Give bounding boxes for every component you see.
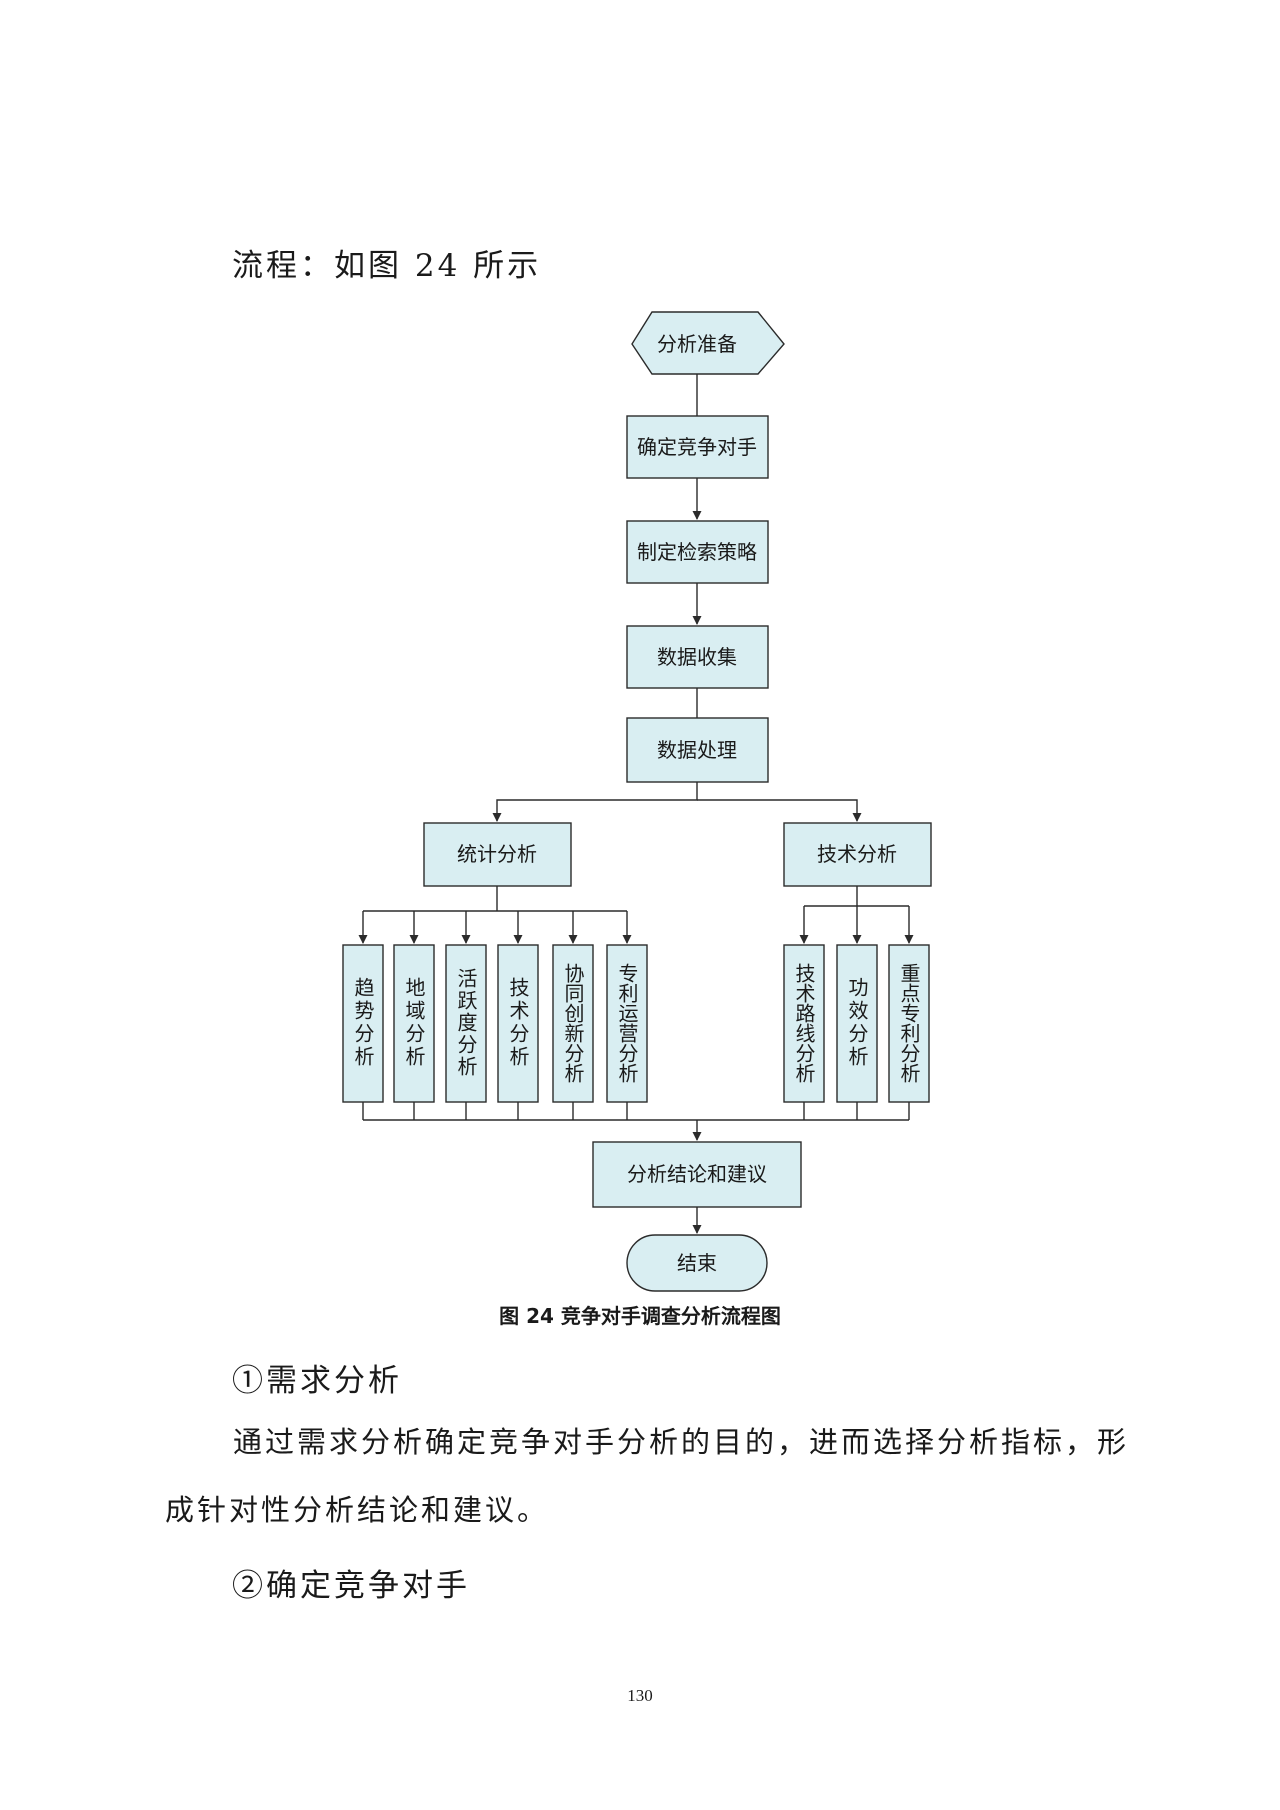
- node-collect: 数据收集: [626, 625, 769, 689]
- node-prepare: 分析准备: [631, 311, 785, 375]
- node-keypatent: 重点专利分析: [888, 944, 930, 1103]
- node-keypatent-label: 重点专利分析: [897, 963, 921, 1083]
- section2-heading: ②确定竞争对手: [232, 1568, 470, 1604]
- node-strategy: 制定检索策略: [626, 520, 769, 584]
- node-stat: 统计分析: [423, 822, 572, 887]
- section1-body: 通过需求分析确定竞争对手分析的目的，进而选择分析指标，形成针对性分析结论和建议。: [165, 1425, 1130, 1527]
- edge-process-stat: [492, 782, 698, 822]
- node-patentops-label: 专利运营分析: [615, 963, 639, 1083]
- node-end-label: 结束: [677, 1251, 717, 1275]
- node-route-label: 技术路线分析: [792, 963, 816, 1083]
- node-trend: 趋势分析: [342, 944, 384, 1103]
- node-strategy-label: 制定检索策略: [637, 540, 757, 564]
- node-route: 技术路线分析: [783, 944, 825, 1103]
- node-collect-label: 数据收集: [657, 645, 737, 669]
- node-trend-label: 趋势分析: [351, 977, 375, 1069]
- node-process-label: 数据处理: [657, 738, 737, 762]
- node-activity: 活跃度分析: [445, 944, 487, 1103]
- node-tech: 技术分析: [783, 822, 932, 887]
- node-techsub-label: 技术分析: [506, 977, 530, 1069]
- node-techsub: 技术分析: [497, 944, 539, 1103]
- figure-caption: 图 24 竞争对手调查分析流程图: [499, 1304, 781, 1328]
- node-region-label: 地域分析: [402, 977, 426, 1069]
- node-identify: 确定竞争对手: [626, 415, 769, 479]
- node-stat-label: 统计分析: [457, 842, 537, 866]
- node-conclusion-label: 分析结论和建议: [627, 1162, 767, 1186]
- node-cooperate-label: 协同创新分析: [561, 963, 585, 1083]
- node-process: 数据处理: [626, 717, 769, 783]
- page-number: 130: [627, 1686, 653, 1705]
- node-activity-label: 活跃度分析: [454, 968, 478, 1078]
- node-identify-label: 确定竞争对手: [637, 435, 757, 459]
- node-patentops: 专利运营分析: [606, 944, 648, 1103]
- node-cooperate: 协同创新分析: [552, 944, 594, 1103]
- node-end: 结束: [626, 1234, 768, 1292]
- flow-edges: [358, 374, 914, 1234]
- node-conclusion: 分析结论和建议: [592, 1141, 802, 1208]
- node-efficacy: 功效分析: [836, 944, 878, 1103]
- node-tech-label: 技术分析: [817, 842, 897, 866]
- node-efficacy-label: 功效分析: [845, 977, 869, 1069]
- intro-heading: 流程：如图 24 所示: [232, 248, 542, 284]
- node-region: 地域分析: [393, 944, 435, 1103]
- node-prepare-label: 分析准备: [657, 332, 737, 356]
- section1-heading: ①需求分析: [232, 1363, 402, 1399]
- flowchart-diagram: 分析准备 确定竞争对手 制定检索策略 数据收集 数据处理 统计分析 技术分析 趋…: [342, 311, 932, 1292]
- edge-process-tech: [697, 799, 862, 822]
